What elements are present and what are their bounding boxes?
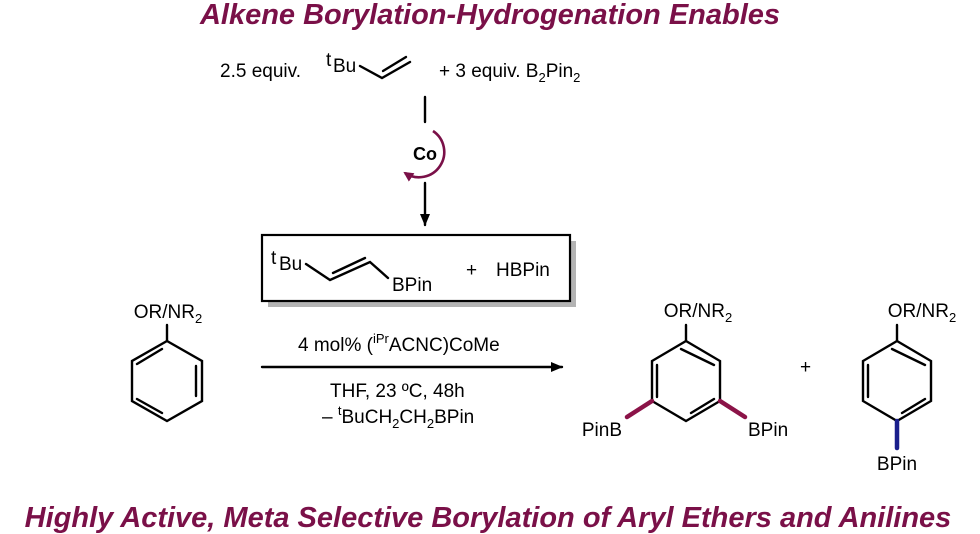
substrate-group: OR/NR2 — [134, 302, 202, 326]
tbu-label: Bu — [333, 56, 356, 77]
substrate-ring-inner — [135, 347, 198, 415]
products-plus: + — [800, 357, 811, 378]
para-group: OR/NR2 — [888, 301, 956, 325]
para-bpin: BPin — [877, 454, 917, 475]
meta-left-bpin: PinB — [582, 420, 622, 441]
box-tbu-label: Bu — [279, 254, 302, 275]
meta-right-borylation-bond — [717, 398, 748, 420]
alkene-equiv: 2.5 equiv. — [220, 61, 301, 82]
meta-left-borylation-bond — [624, 398, 655, 420]
substrate-arene: OR/NR2 — [130, 302, 204, 423]
vinylboronate-bonds — [304, 260, 390, 282]
para-product: OR/NR2 BPin — [861, 301, 956, 475]
reagent-line: 2.5 equiv. t Bu + 3 equiv. B2Pin2 — [220, 50, 580, 85]
meta-ring — [650, 339, 722, 423]
conditions: 4 mol% (iPrACNC)CoMe THF, 23 ºC, 48h – t… — [260, 331, 564, 431]
heading-bottom: Highly Active, Meta Selective Borylation… — [25, 502, 952, 534]
cobalt-label: Co — [413, 144, 437, 164]
para-ring — [861, 339, 933, 423]
para-ring-inner — [866, 347, 927, 415]
substrate-ring — [130, 339, 204, 423]
heading-top: Alkene Borylation-Hydrogenation Enables — [199, 0, 780, 31]
meta-group: OR/NR2 — [664, 301, 732, 325]
solvent-conditions: THF, 23 ºC, 48h — [330, 381, 465, 402]
box-frame — [260, 233, 572, 303]
intermediate-box: t Bu BPin + HBPin — [260, 233, 576, 307]
box-hbpin: HBPin — [496, 260, 550, 281]
b2pin2-equiv: + 3 equiv. B2Pin2 — [439, 61, 580, 85]
cycle-arrow — [403, 129, 446, 182]
box-plus: + — [466, 260, 477, 281]
meta-ring-inner — [655, 347, 716, 415]
meta-right-bpin: BPin — [748, 420, 788, 441]
tbu-superscript: t — [326, 50, 332, 71]
byproduct-conditions: – tBuCH2CH2BPin — [322, 403, 474, 431]
box-bpin: BPin — [392, 275, 432, 296]
alkene-bond — [358, 60, 412, 80]
box-tbu-superscript: t — [271, 248, 277, 269]
meta-product: OR/NR2 PinB BPin — [582, 301, 788, 441]
alkene-double-bond — [381, 55, 408, 73]
catalytic-cycle: Co — [403, 95, 446, 227]
vinylboronate-double-bond — [331, 256, 367, 275]
catalyst-conditions: 4 mol% (iPrACNC)CoMe — [298, 331, 500, 356]
